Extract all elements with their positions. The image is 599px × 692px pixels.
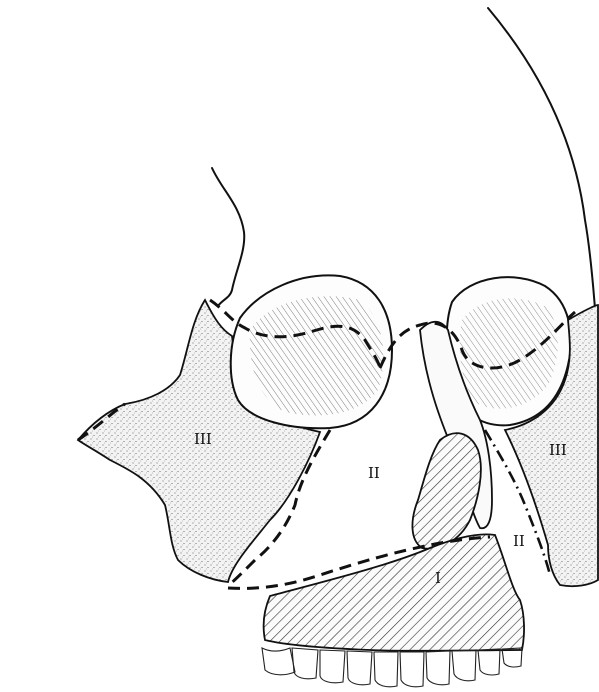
label-level-I: I	[435, 569, 441, 587]
label-level-II-left: II	[368, 464, 380, 482]
label-level-III-right: III	[549, 441, 567, 459]
left-orbit-shading	[250, 296, 384, 415]
label-level-II-right: II	[513, 532, 525, 550]
cranium-outline	[488, 8, 596, 320]
temporal-line	[212, 168, 244, 306]
teeth-row	[262, 648, 522, 687]
label-level-III-left: III	[194, 430, 212, 448]
nasal-aperture-left	[412, 433, 480, 549]
maxilla-region	[264, 534, 524, 651]
